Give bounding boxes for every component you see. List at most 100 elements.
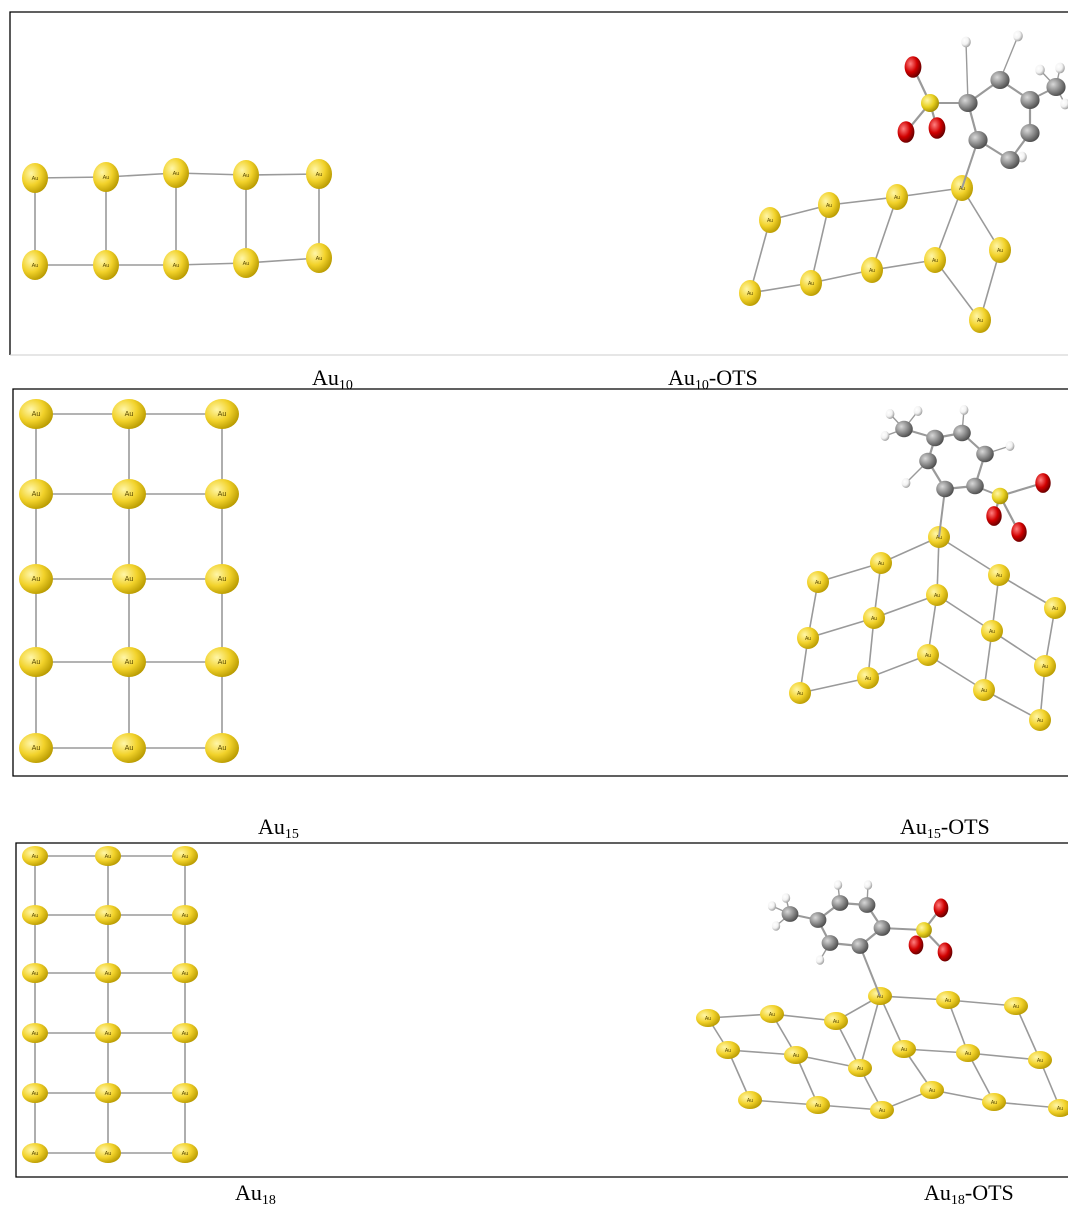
atom-label: Au bbox=[977, 318, 983, 324]
atom-label: Au bbox=[1013, 1004, 1019, 1010]
carbon-atom bbox=[958, 94, 978, 112]
oxygen-atom bbox=[933, 898, 949, 918]
gold-atom: Au bbox=[797, 627, 819, 649]
caption-au15: Au15 bbox=[258, 815, 299, 847]
atom-label: Au bbox=[218, 744, 227, 752]
panel-border bbox=[15, 842, 1068, 1178]
gold-atom: Au bbox=[95, 963, 121, 983]
gold-atom: Au bbox=[989, 237, 1011, 263]
atom-label: Au bbox=[105, 1151, 112, 1157]
atom-label: Au bbox=[932, 258, 938, 264]
gold-atom: Au bbox=[936, 991, 960, 1009]
atom-label: Au bbox=[218, 410, 227, 418]
bond-line bbox=[871, 196, 898, 271]
atom-label: Au bbox=[125, 658, 134, 666]
atom-label: Au bbox=[105, 1031, 112, 1037]
gold-atom: Au bbox=[926, 584, 948, 606]
gold-atom: Au bbox=[93, 162, 119, 192]
carbon-atom bbox=[895, 420, 913, 438]
atom-label: Au bbox=[218, 490, 227, 498]
atom-label: Au bbox=[218, 658, 227, 666]
hydrogen-atom bbox=[961, 36, 971, 48]
gold-atom: Au bbox=[981, 620, 1003, 642]
gold-atom: Au bbox=[22, 1023, 48, 1043]
caption-subscript: 15 bbox=[926, 827, 941, 842]
gold-atom: Au bbox=[924, 247, 946, 273]
atom-label: Au bbox=[965, 1051, 971, 1057]
gold-atom: Au bbox=[870, 552, 892, 574]
gold-atom: Au bbox=[800, 270, 822, 296]
atom-label: Au bbox=[182, 1091, 189, 1097]
carbon-atom bbox=[1000, 151, 1020, 169]
carbon-atom bbox=[821, 935, 839, 951]
atom-label: Au bbox=[725, 1048, 731, 1054]
bond-line bbox=[828, 196, 898, 206]
gold-atom: Au bbox=[1028, 1051, 1052, 1069]
caption-base: Au bbox=[900, 814, 927, 839]
carbon-atom bbox=[966, 477, 984, 495]
hydrogen-atom bbox=[833, 880, 843, 890]
gold-atom: Au bbox=[95, 846, 121, 866]
gold-atom: Au bbox=[205, 479, 239, 509]
carbon-atom bbox=[781, 906, 799, 922]
gold-atom: Au bbox=[806, 1096, 830, 1114]
gold-atom: Au bbox=[861, 257, 883, 283]
hydrogen-atom bbox=[1005, 441, 1015, 451]
atom-label: Au bbox=[1057, 1106, 1063, 1112]
atom-label: Au bbox=[105, 854, 112, 860]
gold-atom: Au bbox=[738, 1091, 762, 1109]
carbon-atom bbox=[809, 912, 827, 928]
atom-label: Au bbox=[32, 490, 41, 498]
hydrogen-atom bbox=[959, 405, 969, 415]
bond-line bbox=[938, 536, 1000, 576]
atom-label: Au bbox=[103, 175, 110, 181]
atom-label: Au bbox=[857, 1066, 863, 1072]
gold-atom: Au bbox=[172, 1143, 198, 1163]
carbon-atom bbox=[851, 938, 869, 954]
atom-label: Au bbox=[316, 172, 323, 178]
caption-suffix: -OTS bbox=[940, 814, 990, 839]
gold-atom: Au bbox=[1029, 709, 1051, 731]
bond-line bbox=[873, 594, 938, 619]
atom-label: Au bbox=[32, 176, 39, 182]
hydrogen-atom bbox=[885, 409, 895, 419]
bond-line bbox=[927, 654, 985, 691]
caption-au18-ots: Au18-OTS bbox=[924, 1181, 1014, 1213]
atom-label: Au bbox=[32, 1151, 39, 1157]
gold-atom: Au bbox=[112, 733, 146, 763]
caption-au10: Au10 bbox=[312, 366, 353, 398]
atom-label: Au bbox=[865, 676, 871, 682]
atom-label: Au bbox=[747, 291, 753, 297]
atom-label: Au bbox=[925, 653, 931, 659]
gold-atom: Au bbox=[988, 564, 1010, 586]
gold-atom: Au bbox=[112, 564, 146, 594]
atom-label: Au bbox=[901, 1047, 907, 1053]
gold-atom: Au bbox=[784, 1046, 808, 1064]
gold-atom: Au bbox=[956, 1044, 980, 1062]
atom-label: Au bbox=[125, 410, 134, 418]
oxygen-atom bbox=[986, 506, 1002, 526]
gold-atom: Au bbox=[112, 399, 146, 429]
atom-label: Au bbox=[767, 218, 773, 224]
gold-atom: Au bbox=[824, 1012, 848, 1030]
gold-atom: Au bbox=[818, 192, 840, 218]
atom-label: Au bbox=[125, 744, 134, 752]
carbon-atom bbox=[873, 920, 891, 936]
atom-label: Au bbox=[182, 1151, 189, 1157]
gold-atom: Au bbox=[1004, 997, 1028, 1015]
atom-label: Au bbox=[894, 195, 900, 201]
caption-au10-ots: Au10-OTS bbox=[668, 366, 758, 398]
atom-label: Au bbox=[797, 691, 803, 697]
atom-label: Au bbox=[32, 971, 39, 977]
carbon-atom bbox=[1020, 91, 1040, 109]
caption-au15-ots: Au15-OTS bbox=[900, 815, 990, 847]
oxygen-atom bbox=[908, 935, 924, 955]
bond-line bbox=[807, 617, 875, 639]
oxygen-atom bbox=[928, 117, 946, 139]
gold-atom: Au bbox=[759, 207, 781, 233]
atom-label: Au bbox=[769, 1012, 775, 1018]
atom-label: Au bbox=[878, 561, 884, 567]
